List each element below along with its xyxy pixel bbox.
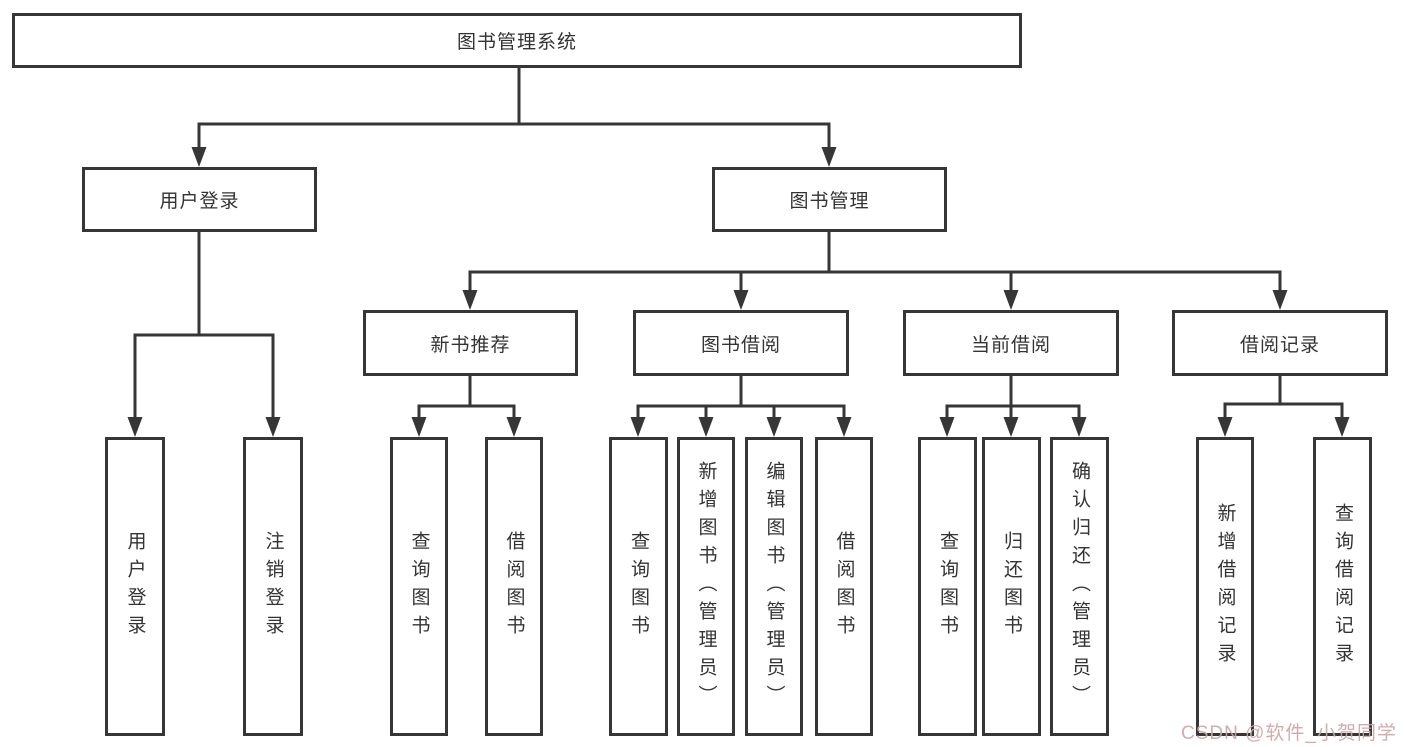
node-label: 编辑图书（管理员） [763,460,785,713]
node-label: 借阅图书 [503,530,525,643]
leaf-user-login: 用户登录 [105,437,165,736]
leaf-query-borrow-record: 查询借阅记录 [1313,437,1372,736]
node-label: 归还图书 [1001,530,1022,643]
leaf-query-books-current: 查询图书 [918,437,977,736]
leaf-add-books-admin: 新增图书（管理员） [677,437,735,736]
node-current-borrowing: 当前借阅 [903,310,1119,376]
node-label: 查询图书 [628,530,649,643]
node-label: 查询图书 [937,530,958,643]
node-book-borrowing: 图书借阅 [633,310,849,376]
node-borrowing-records: 借阅记录 [1172,310,1388,376]
node-library-management-system: 图书管理系统 [12,13,1022,68]
leaf-borrow-books: 借阅图书 [815,437,873,736]
node-label: 查询借阅记录 [1332,502,1353,671]
leaf-return-books: 归还图书 [982,437,1041,736]
leaf-query-books-borrow: 查询图书 [609,437,668,736]
leaf-borrow-books-recommend: 借阅图书 [485,437,543,736]
node-label: 图书管理 [789,191,870,212]
node-label: 查询图书 [408,530,430,643]
leaf-edit-books-admin: 编辑图书（管理员） [745,437,803,736]
node-user-login: 用户登录 [82,167,317,232]
node-new-book-recommendation: 新书推荐 [363,310,578,376]
node-label: 借阅记录 [1239,334,1320,356]
leaf-confirm-return-admin: 确认归还（管理员） [1050,437,1109,736]
node-label: 图书借阅 [700,334,781,356]
leaf-add-borrow-record: 新增借阅记录 [1196,437,1254,736]
node-label: 注销登录 [262,530,284,643]
leaf-logout: 注销登录 [243,437,303,736]
node-label: 确认归还（管理员） [1069,460,1090,713]
node-book-management: 图书管理 [712,167,947,232]
node-label: 新增图书（管理员） [695,460,717,713]
node-label: 图书管理系统 [456,32,577,53]
node-label: 用户登录 [159,191,240,212]
node-label: 当前借阅 [970,334,1051,356]
node-label: 用户登录 [124,530,146,643]
node-label: 新书推荐 [430,334,511,356]
node-label: 新增借阅记录 [1214,502,1236,671]
node-label: 借阅图书 [833,530,855,643]
leaf-query-books-recommend: 查询图书 [390,437,448,736]
